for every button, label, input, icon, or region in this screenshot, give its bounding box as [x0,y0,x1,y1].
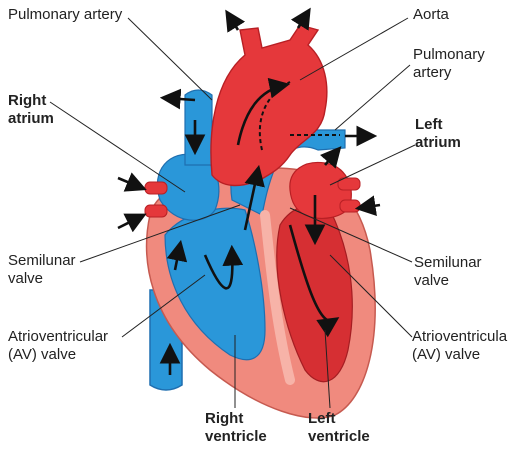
label-line: Left [415,116,443,133]
flow-arrow [166,239,188,271]
label-pulmonary-artery-top: Pulmonary artery [8,6,123,23]
leader-line [329,144,416,186]
flow-arrow [117,213,147,233]
septum [260,210,295,385]
flow-arrow-dotted [258,81,291,151]
leader-line [334,64,411,131]
label-line: Atrioventricula [412,328,508,345]
leader-line [289,207,413,263]
leader-line [79,204,241,263]
label-aorta: Aorta [413,6,449,23]
leader-line [299,17,409,81]
flow-arrow [159,88,196,110]
leader-line [127,17,213,101]
pulmonary-vein [339,199,361,213]
pulmonary-vein [337,177,361,191]
label-line: ventricle [308,428,370,445]
label-line: Right [8,92,47,109]
label-right-ventricle: Right ventricle [205,410,267,446]
flow-arrow [290,7,311,31]
label-line: (AV) valve [412,346,481,363]
label-line: Left [308,410,336,427]
flow-arrow [117,172,147,192]
label-line: atrium [415,134,461,151]
label-line: Pulmonary [413,46,485,63]
pulmonary-vein [144,204,168,218]
label-left-atrium: Left atrium [415,116,461,152]
label-semilunar-left: Semilunar valve [8,252,76,288]
label-line: valve [8,270,44,287]
label-av-valve-right: Atrioventricula (AV) valve [412,328,507,364]
leader-line [49,101,186,193]
flow-arrow [319,146,342,169]
leader-line [324,329,331,409]
label-line: artery [413,64,452,81]
label-line: (AV) valve [8,346,77,363]
flow-arrow [354,195,381,216]
label-line: Atrioventricular [8,328,109,345]
flow-arrow [288,224,340,338]
label-line: Semilunar [414,254,482,271]
label-right-atrium: Right atrium [8,92,54,128]
label-pulmonary-artery-right: Pulmonary artery [413,46,485,82]
aorta-vessel [210,24,328,187]
flow-arrow [225,9,246,33]
label-line: ventricle [205,428,267,445]
label-av-valve-left: Atrioventricular (AV) valve [8,328,108,364]
label-semilunar-right: Semilunar valve [414,254,482,290]
flow-arrow [203,244,244,290]
label-line: atrium [8,110,54,127]
label-left-ventricle: Left ventricle [308,410,370,446]
superior-vena-cava [184,89,213,166]
flow-arrow [236,77,291,146]
label-line: valve [414,272,450,289]
pulmonary-vein [144,181,168,195]
flow-arrow [243,164,265,231]
leader-line [329,254,413,338]
label-line: Right [205,410,244,427]
label-line: Semilunar [8,252,76,269]
leader-line [121,274,206,338]
